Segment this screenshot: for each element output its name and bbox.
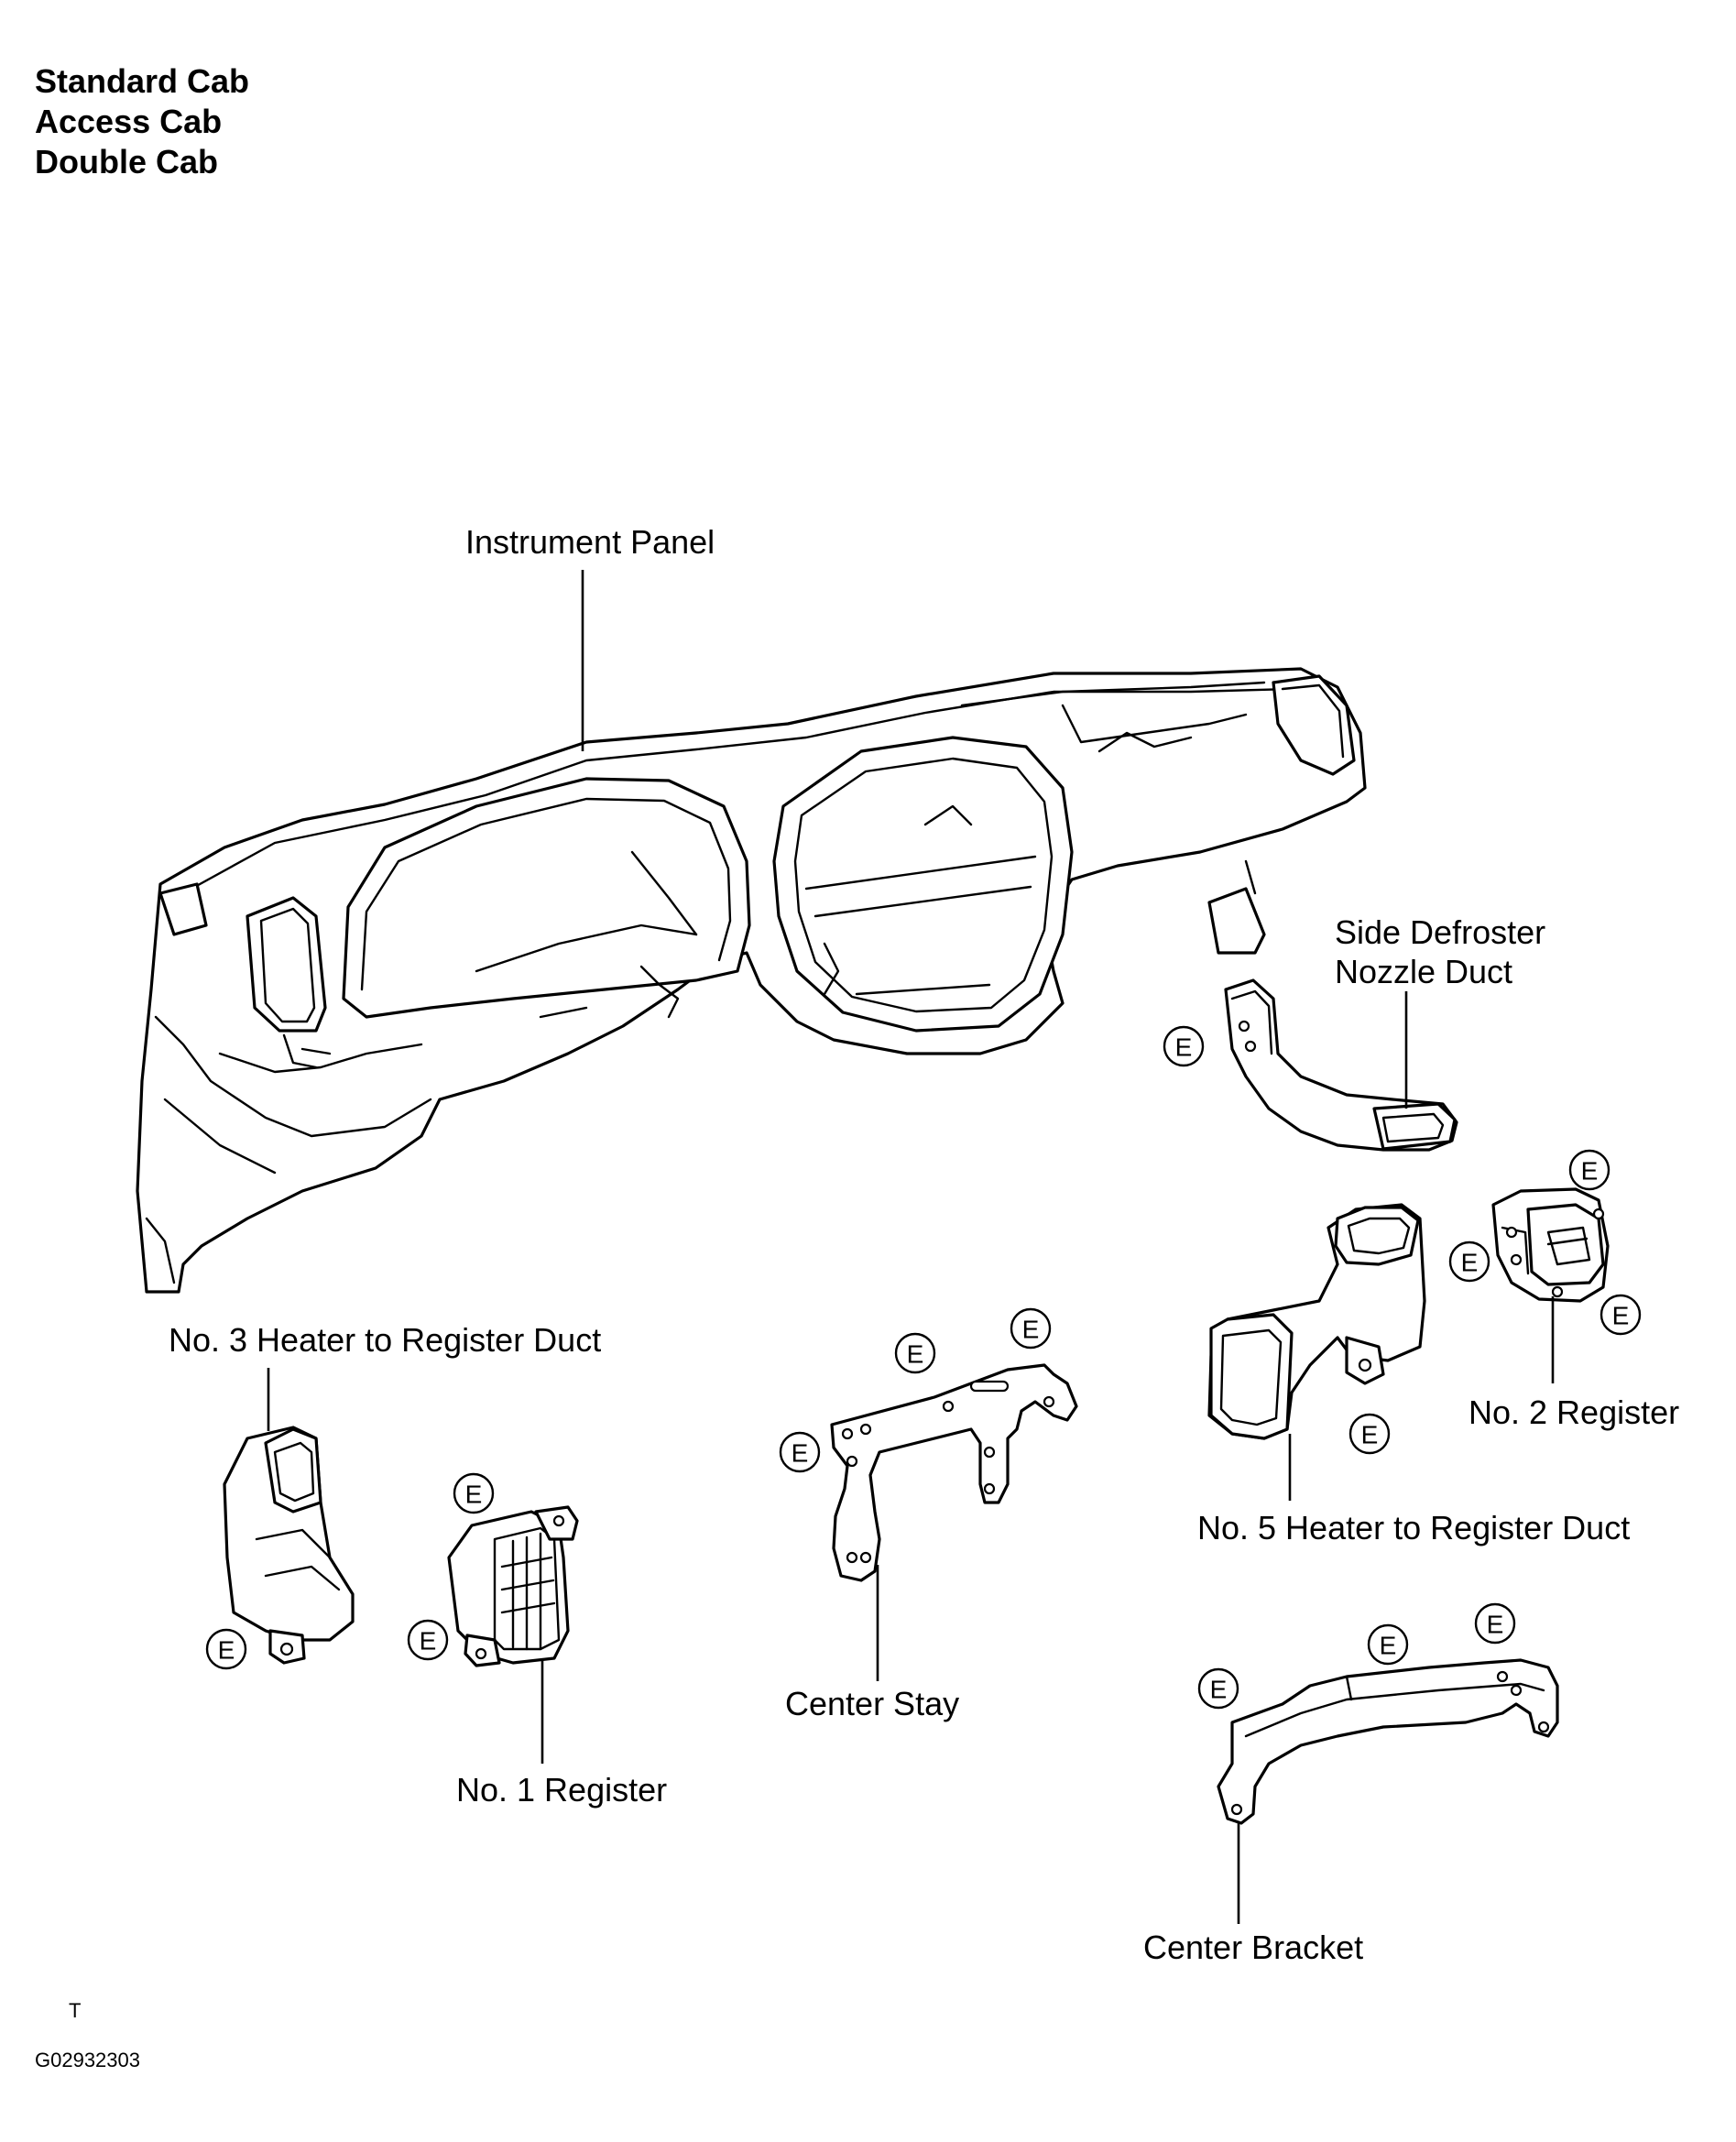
fastener-markers: E E E E E E E E E E E E E E [205,1025,1642,1710]
label-no3-heater-duct: No. 3 Heater to Register Duct [169,1321,601,1359]
marker-e: E [1448,1240,1490,1283]
marker-e: E [205,1628,247,1670]
header-line-double-cab: Double Cab [35,143,218,180]
svg-text:E: E [1380,1632,1397,1660]
no1-register-drawing [447,1505,579,1667]
svg-text:E: E [792,1439,809,1468]
marker-e: E [1367,1623,1409,1666]
label-center-bracket: Center Bracket [1143,1929,1363,1966]
leader-lines [267,570,1555,1924]
svg-text:E: E [1612,1302,1630,1330]
side-defroster-nozzle-duct-drawing [1224,978,1458,1152]
no5-heater-duct-drawing [1207,1203,1426,1440]
label-no5-heater-duct: No. 5 Heater to Register Duct [1197,1509,1630,1546]
figure-footer: T G02932303 [35,1999,140,2071]
svg-text:E: E [465,1481,483,1509]
label-instrument-panel: Instrument Panel [465,523,715,561]
center-bracket-drawing [1217,1658,1559,1825]
marker-e: E [1348,1413,1391,1455]
header-line-access-cab: Access Cab [35,103,222,140]
marker-e: E [1568,1149,1610,1191]
center-stay-drawing [830,1363,1078,1582]
marker-e: E [407,1619,449,1661]
svg-text:E: E [1210,1676,1228,1704]
marker-e: E [453,1472,495,1514]
label-side-defroster-line1: Side Defroster [1335,913,1545,951]
no3-heater-duct-drawing [223,1426,355,1665]
label-side-defroster-line2: Nozzle Duct [1335,953,1512,990]
svg-text:E: E [1581,1157,1599,1186]
label-center-stay: Center Stay [785,1685,959,1722]
part-labels: Instrument Panel Side Defroster Nozzle D… [169,523,1679,1966]
svg-text:E: E [907,1340,924,1369]
figure-code: G02932303 [35,2049,140,2071]
marker-e: E [1600,1294,1642,1336]
cab-type-header: Standard Cab Access Cab Double Cab [35,62,249,180]
marker-e: E [1010,1307,1052,1350]
marker-e: E [1163,1025,1205,1067]
marker-e: E [1474,1602,1516,1645]
label-no1-register: No. 1 Register [456,1771,667,1809]
svg-text:E: E [1461,1249,1479,1277]
marker-e: E [779,1431,821,1473]
svg-text:E: E [218,1636,235,1665]
svg-text:E: E [1487,1611,1504,1639]
svg-text:E: E [1175,1033,1193,1062]
svg-text:E: E [1022,1316,1040,1344]
marker-e: E [1197,1667,1239,1710]
svg-text:E: E [420,1627,437,1656]
marker-e: E [894,1332,936,1374]
header-line-standard-cab: Standard Cab [35,62,249,100]
no2-register-drawing [1491,1187,1610,1303]
footer-mark: T [69,1999,81,2022]
label-no2-register: No. 2 Register [1469,1393,1679,1431]
svg-text:E: E [1361,1421,1379,1449]
instrument-panel-drawing [136,667,1367,1294]
